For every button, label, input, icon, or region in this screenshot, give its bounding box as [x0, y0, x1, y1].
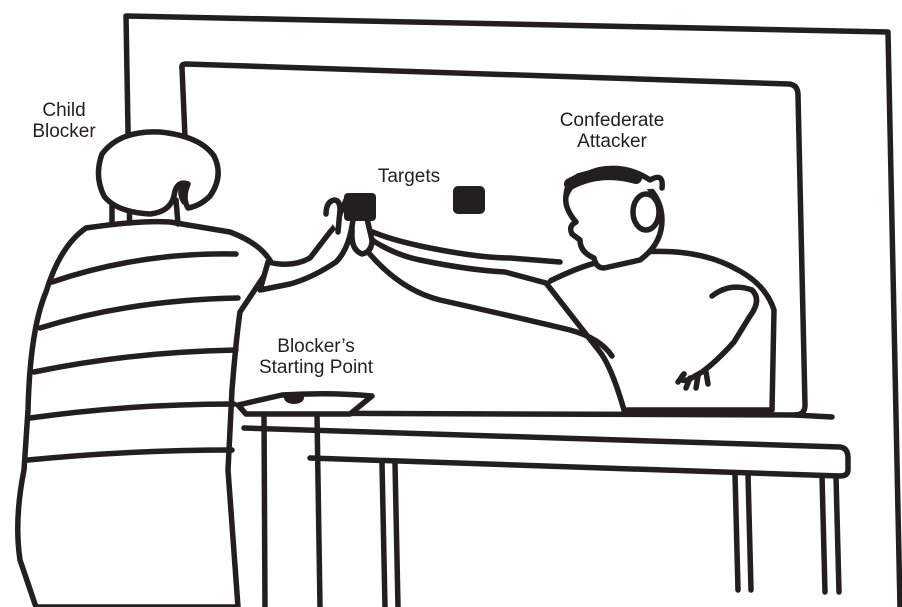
table-leg-3: [822, 476, 839, 592]
blocker-ear: [181, 184, 184, 202]
confederate-attacker-label: Confederate Attacker: [536, 110, 688, 152]
headphone-icon: [633, 194, 659, 230]
blocker-head: [98, 132, 218, 214]
targets-label: Targets: [366, 166, 452, 187]
confederate-attacker-label-line-2: Attacker: [536, 131, 688, 152]
inner-frame-bottom-right: [795, 415, 832, 417]
attacker-arm: [368, 230, 560, 283]
stand-plate: [238, 394, 372, 414]
stand-post: [264, 414, 320, 607]
table-leg-2: [735, 474, 751, 590]
target-right: [453, 186, 485, 214]
child-blocker-label-line-2: Blocker: [22, 121, 106, 142]
starting-point-label-line-2: Starting Point: [236, 357, 396, 378]
starting-point-label-line-1: Blocker’s: [236, 336, 396, 357]
starting-point-marker: [284, 392, 304, 404]
table-top: [244, 428, 848, 476]
child-blocker-label-line-1: Child: [22, 100, 106, 121]
child-blocker-label: Child Blocker: [22, 100, 106, 142]
table-leg-1: [382, 463, 398, 607]
target-left: [344, 193, 376, 221]
starting-point-label: Blocker’s Starting Point: [236, 336, 396, 378]
confederate-attacker-label-line-1: Confederate: [536, 110, 688, 131]
